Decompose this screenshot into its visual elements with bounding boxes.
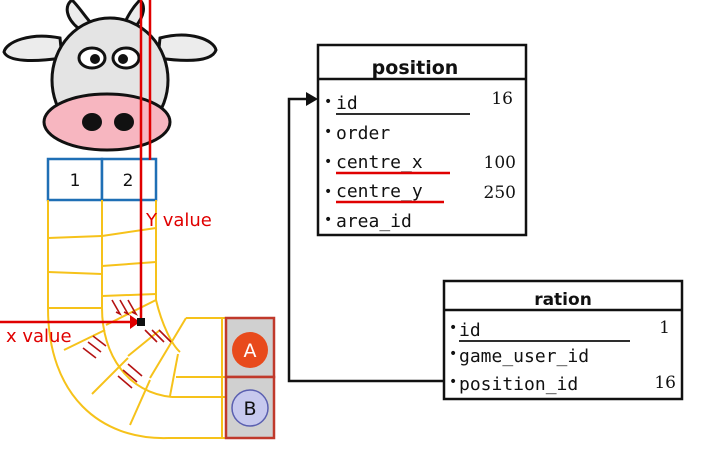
position-field-area-id: • area_id bbox=[324, 211, 412, 232]
x-value-label: x value bbox=[6, 326, 72, 347]
connector-arrowhead bbox=[306, 92, 318, 106]
cow-head bbox=[2, 0, 218, 152]
station-a: A bbox=[224, 316, 276, 379]
ration-field-position-id: • position_id 16 bbox=[449, 373, 676, 395]
ration-table-title: ration bbox=[534, 290, 592, 310]
ration-field-id-value: 1 bbox=[659, 318, 670, 338]
position-field-id: • id 16 bbox=[324, 89, 513, 115]
x-value-guide bbox=[0, 315, 140, 329]
cow-left-ear bbox=[2, 34, 64, 62]
cow-left-horn bbox=[65, 0, 95, 30]
cow-left-eye bbox=[77, 46, 107, 70]
feeding-slots: 1 2 bbox=[46, 157, 158, 202]
svg-text:•: • bbox=[449, 346, 457, 362]
position-field-centre-y: • centre_y 250 bbox=[324, 181, 516, 204]
ration-table: ration • id 1 • game_user_id • position_… bbox=[442, 279, 684, 401]
ration-field-position-id-name: position_id bbox=[459, 374, 578, 395]
position-table: position • id 16 • order • centre_x 100 … bbox=[316, 43, 528, 237]
svg-text:•: • bbox=[449, 320, 457, 336]
station-b-label: B bbox=[243, 398, 256, 420]
ration-field-position-id-value: 16 bbox=[654, 373, 676, 393]
y-value-guide bbox=[139, 0, 152, 322]
y-value-label: Y value bbox=[145, 210, 212, 231]
foreign-key-connector bbox=[287, 92, 444, 383]
svg-text:•: • bbox=[324, 124, 332, 140]
station-b: B bbox=[224, 375, 276, 440]
cow-muzzle bbox=[42, 92, 172, 152]
slot-2 bbox=[100, 157, 158, 202]
ration-field-game-user-id-name: game_user_id bbox=[459, 346, 589, 367]
slot-1-label: 1 bbox=[70, 171, 81, 191]
position-field-order: • order bbox=[324, 123, 390, 144]
station-b-button[interactable] bbox=[231, 389, 269, 427]
position-table-title: position bbox=[372, 57, 459, 79]
pen-grid bbox=[47, 200, 226, 440]
station-a-button[interactable] bbox=[232, 332, 268, 368]
position-field-centre-x-name: centre_x bbox=[336, 152, 423, 173]
svg-text:•: • bbox=[324, 154, 332, 170]
position-field-centre-y-value: 250 bbox=[484, 183, 516, 203]
position-field-order-name: order bbox=[336, 123, 390, 144]
slot-1 bbox=[46, 157, 104, 202]
cow-right-ear bbox=[156, 33, 218, 62]
position-marker bbox=[137, 318, 145, 326]
position-field-centre-y-name: centre_y bbox=[336, 181, 423, 202]
position-field-centre-x: • centre_x 100 bbox=[324, 152, 516, 175]
station-a-label: A bbox=[244, 340, 257, 362]
movement-arrows bbox=[82, 299, 172, 389]
position-field-id-value: 16 bbox=[491, 89, 513, 109]
ration-field-game-user-id: • game_user_id bbox=[449, 346, 589, 367]
slot-2-label: 2 bbox=[123, 171, 134, 191]
svg-text:•: • bbox=[449, 374, 457, 390]
ration-field-id-name: id bbox=[459, 320, 481, 341]
position-field-id-name: id bbox=[336, 93, 358, 114]
svg-text:•: • bbox=[324, 184, 332, 200]
position-field-centre-x-value: 100 bbox=[484, 153, 516, 173]
svg-text:•: • bbox=[324, 94, 332, 110]
position-field-area-id-name: area_id bbox=[336, 211, 412, 232]
ration-field-id: • id 1 bbox=[449, 318, 670, 342]
cow-right-eye bbox=[111, 46, 141, 70]
svg-text:•: • bbox=[324, 212, 332, 228]
